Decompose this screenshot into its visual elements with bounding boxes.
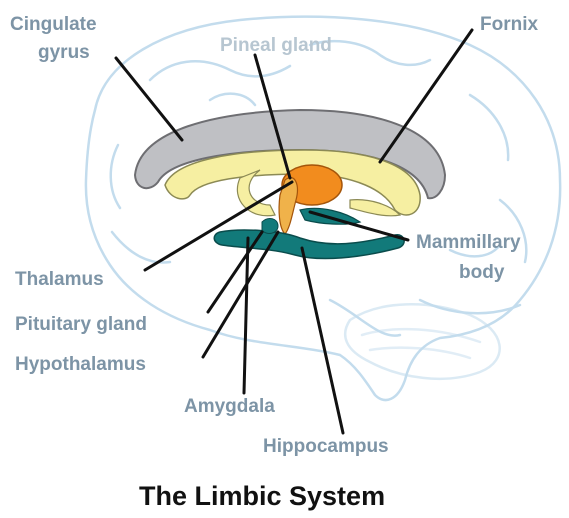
leader-hippocampus <box>302 248 343 433</box>
leader-amygdala <box>244 238 248 393</box>
label-fornix: Fornix <box>480 14 538 35</box>
fornix-lower-shape <box>237 170 275 216</box>
label-cingulate-gyrus-line1: Cingulate <box>10 14 97 35</box>
label-mammillary-body-line2: body <box>459 262 505 283</box>
hippocampus-shape <box>214 230 404 259</box>
label-pituitary-gland: Pituitary gland <box>15 314 147 335</box>
leader-cingulate <box>116 58 182 140</box>
label-hippocampus: Hippocampus <box>263 436 389 457</box>
mammillary-body-shape <box>262 219 278 234</box>
diagram-title: The Limbic System <box>139 481 385 511</box>
label-cingulate-gyrus-line2: gyrus <box>38 42 90 63</box>
label-hypothalamus: Hypothalamus <box>15 354 146 375</box>
label-amygdala: Amygdala <box>184 396 275 417</box>
label-mammillary-body-line1: Mammillary <box>416 232 521 253</box>
label-thalamus: Thalamus <box>15 269 104 290</box>
label-pineal-gland: Pineal gland <box>220 35 332 56</box>
